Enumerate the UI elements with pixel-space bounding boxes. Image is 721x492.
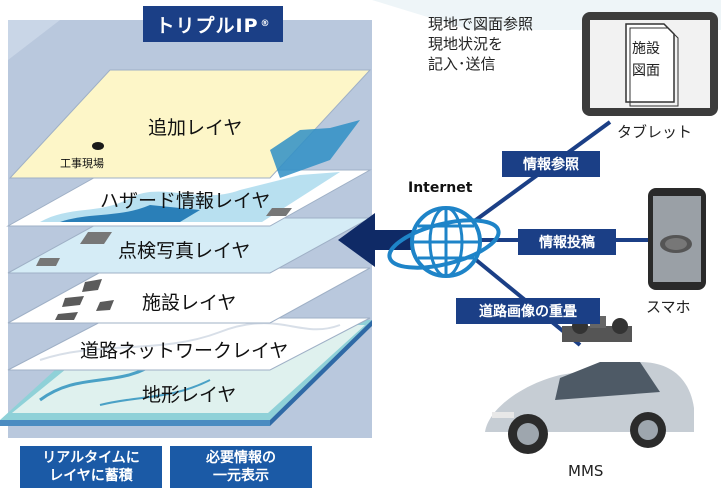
site-label: 工事現場: [60, 157, 104, 170]
doc-line1: 施設: [632, 41, 660, 57]
tablet-note-line3: 記入･送信: [428, 55, 496, 73]
tablet-document-text: 施設 図面: [632, 38, 660, 82]
layer-label-hazard: ハザード情報レイヤ: [100, 190, 271, 212]
layer-label-facility: 施設レイヤ: [142, 292, 237, 314]
title-text: トリプルIP: [155, 14, 259, 37]
realtime-line2: レイヤに蓄積: [49, 468, 133, 484]
mms-car: [485, 316, 694, 454]
tablet-caption: タブレット: [617, 123, 693, 141]
tablet-note-line2: 現地状況を: [428, 35, 504, 53]
mms-caption: MMS: [568, 462, 604, 480]
centralized-display-box: 必要情報の 一元表示: [170, 446, 312, 488]
facility-layer: [7, 267, 371, 324]
layer-label-inspection: 点検写真レイヤ: [118, 240, 251, 262]
road-network-layer: [7, 317, 371, 371]
internet-label: Internet: [408, 180, 473, 196]
centralized-line1: 必要情報の: [206, 450, 276, 466]
additional-layer: [8, 69, 372, 179]
smartphone-caption: スマホ: [646, 298, 691, 316]
smartphone-device: [648, 188, 706, 290]
layer-label-road-network: 道路ネットワークレイヤ: [80, 340, 289, 362]
realtime-line1: リアルタイムに: [42, 450, 140, 466]
realtime-accumulate-box: リアルタイムに レイヤに蓄積: [20, 446, 162, 488]
centralized-line2: 一元表示: [213, 468, 269, 484]
tablet-device: [582, 12, 718, 116]
site-marker: [92, 142, 104, 150]
page-title: トリプルIP®: [143, 6, 283, 42]
registered-mark: ®: [260, 19, 271, 29]
doc-line2: 図面: [632, 63, 660, 79]
hazard-layer: [6, 169, 372, 227]
globe-icon: [387, 206, 501, 278]
tablet-note-line1: 現地で図面参照: [428, 15, 534, 33]
tablet-note: 現地で図面参照 現地状況を 記入･送信: [428, 14, 533, 74]
inspection-photo-layer: [7, 217, 371, 274]
arrow-to-layers: [338, 213, 420, 267]
road-image-overlay-label: 道路画像の重畳: [456, 298, 600, 324]
layer-label-terrain: 地形レイヤ: [142, 384, 237, 406]
info-posting-label: 情報投稿: [518, 229, 616, 255]
info-reference-label: 情報参照: [502, 151, 600, 177]
layer-label-additional: 追加レイヤ: [148, 117, 243, 139]
